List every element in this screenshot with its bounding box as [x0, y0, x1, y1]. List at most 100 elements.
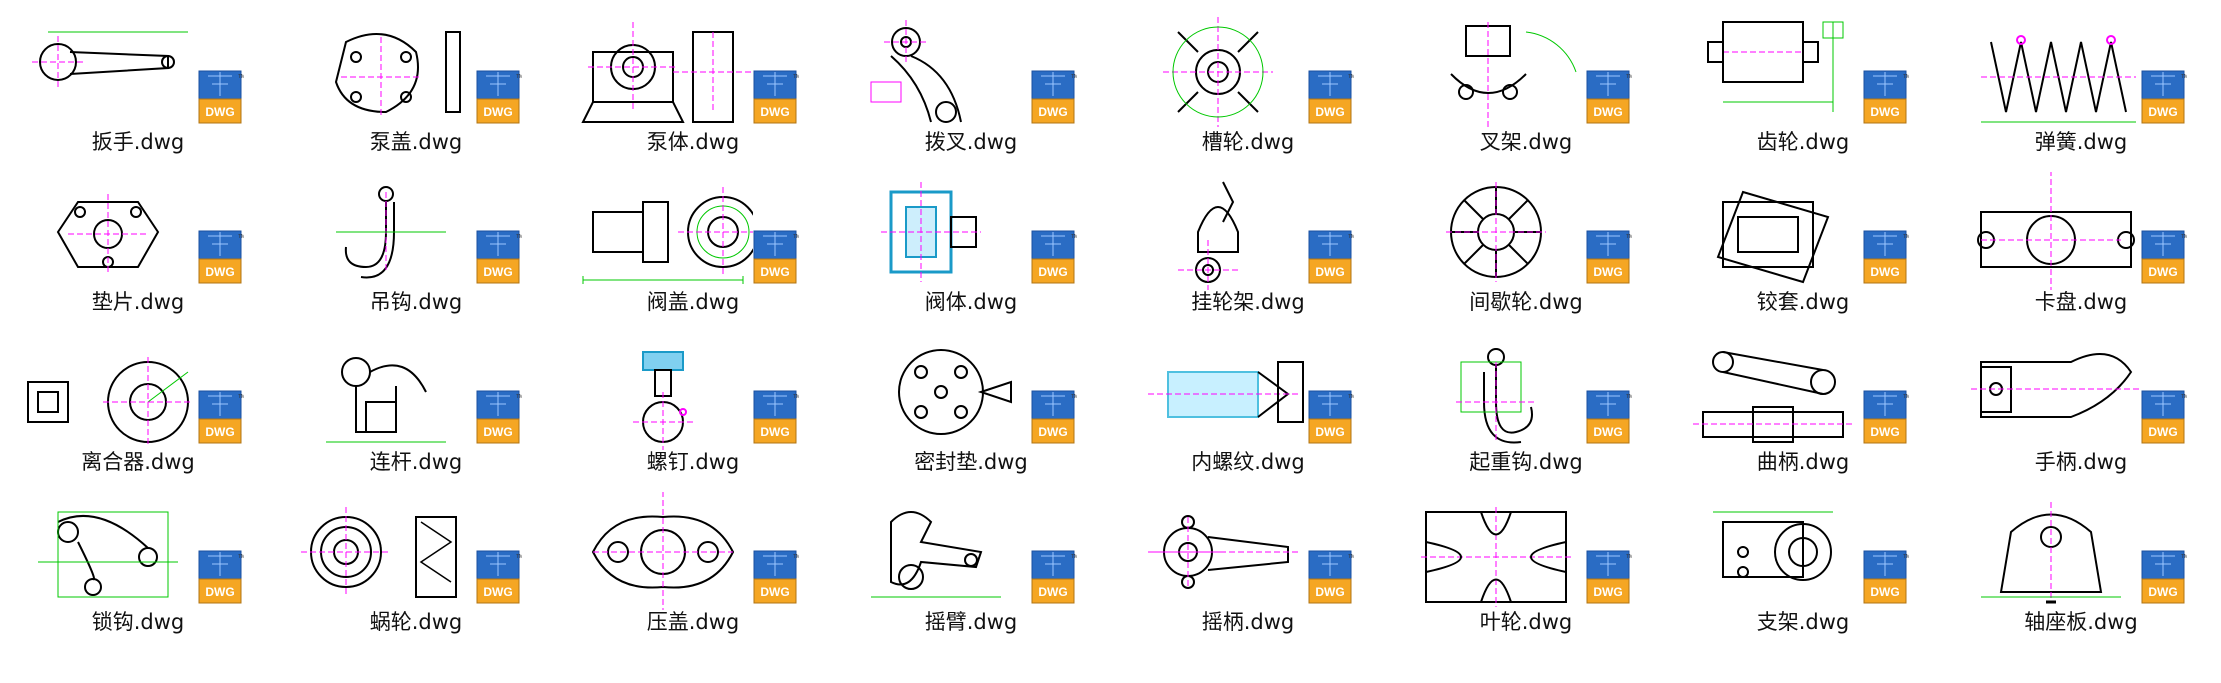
- dwg-badge-tm: TM: [1626, 234, 1632, 240]
- intermittent-wheel-drawing-icon: [1406, 172, 1586, 290]
- file-name-label: 垫片.dwg: [91, 290, 185, 314]
- file-item[interactable]: DWG TM 蜗轮.dwg: [278, 480, 554, 640]
- dwg-badge-tm: TM: [1903, 554, 1909, 560]
- dwg-badge-text: DWG: [483, 585, 512, 599]
- lock-hook-drawing-icon: [18, 492, 198, 610]
- dwg-badge-tm: TM: [238, 234, 244, 240]
- dwg-badge-text: DWG: [205, 585, 234, 599]
- dwg-badge-text: DWG: [1315, 425, 1344, 439]
- dwg-badge-tm: TM: [238, 394, 244, 400]
- file-name-label: 蜗轮.dwg: [369, 610, 463, 634]
- dwg-file-badge-icon: DWG TM: [1031, 70, 1077, 126]
- dwg-badge-tm: TM: [793, 74, 799, 80]
- dwg-badge-tm: TM: [1626, 74, 1632, 80]
- dwg-badge-tm: TM: [238, 74, 244, 80]
- file-name-label: 阀体.dwg: [924, 290, 1018, 314]
- dwg-badge-text: DWG: [1593, 425, 1622, 439]
- dwg-badge-text: DWG: [1870, 585, 1899, 599]
- file-name-label: 泵体.dwg: [646, 130, 740, 154]
- dwg-badge-tm: TM: [516, 394, 522, 400]
- crank-drawing-icon: [1683, 332, 1863, 450]
- file-name-label: 叶轮.dwg: [1479, 610, 1573, 634]
- dwg-badge-tm: TM: [1071, 74, 1077, 80]
- dwg-badge-text: DWG: [1593, 105, 1622, 119]
- dwg-badge-tm: TM: [1071, 554, 1077, 560]
- screw-drawing-icon: [573, 332, 753, 450]
- file-name-label: 铰套.dwg: [1756, 290, 1850, 314]
- dwg-badge-text: DWG: [1038, 585, 1067, 599]
- file-name-label: 曲柄.dwg: [1756, 450, 1850, 474]
- dwg-badge-tm: TM: [516, 74, 522, 80]
- file-name-label: 扳手.dwg: [91, 130, 185, 154]
- dwg-badge-text: DWG: [2148, 425, 2177, 439]
- dwg-badge-tm: TM: [1903, 394, 1909, 400]
- dwg-file-badge-icon: DWG TM: [1863, 550, 1909, 606]
- file-name-label: 槽轮.dwg: [1201, 130, 1295, 154]
- wrench-drawing-icon: [18, 12, 198, 130]
- file-name-label: 阀盖.dwg: [646, 290, 740, 314]
- geneva-wheel-drawing-icon: [1128, 12, 1308, 130]
- dwg-badge-text: DWG: [483, 425, 512, 439]
- file-name-label: 内螺纹.dwg: [1191, 450, 1305, 474]
- dwg-badge-text: DWG: [2148, 105, 2177, 119]
- dwg-file-badge-icon: DWG TM: [476, 390, 522, 446]
- hanger-bracket-drawing-icon: [1128, 172, 1308, 290]
- file-name-label: 起重钩.dwg: [1469, 450, 1583, 474]
- valve-body-drawing-icon: [851, 172, 1031, 290]
- file-item[interactable]: DWG TM 内螺纹.dwg: [1110, 320, 1386, 480]
- file-name-label: 压盖.dwg: [646, 610, 740, 634]
- bearing-plate-drawing-icon: [1961, 492, 2141, 610]
- clutch-drawing-icon: [18, 332, 198, 450]
- file-name-label: 摇柄.dwg: [1201, 610, 1295, 634]
- dwg-badge-tm: TM: [516, 554, 522, 560]
- connecting-rod-drawing-icon: [296, 332, 476, 450]
- dwg-badge-text: DWG: [1870, 105, 1899, 119]
- dwg-badge-tm: TM: [793, 554, 799, 560]
- gasket-drawing-icon: [18, 172, 198, 290]
- file-name-label: 泵盖.dwg: [369, 130, 463, 154]
- dwg-badge-tm: TM: [516, 234, 522, 240]
- dwg-badge-tm: TM: [1348, 394, 1354, 400]
- rocker-arm-drawing-icon: [851, 492, 1031, 610]
- dwg-badge-text: DWG: [1038, 105, 1067, 119]
- dwg-badge-text: DWG: [2148, 585, 2177, 599]
